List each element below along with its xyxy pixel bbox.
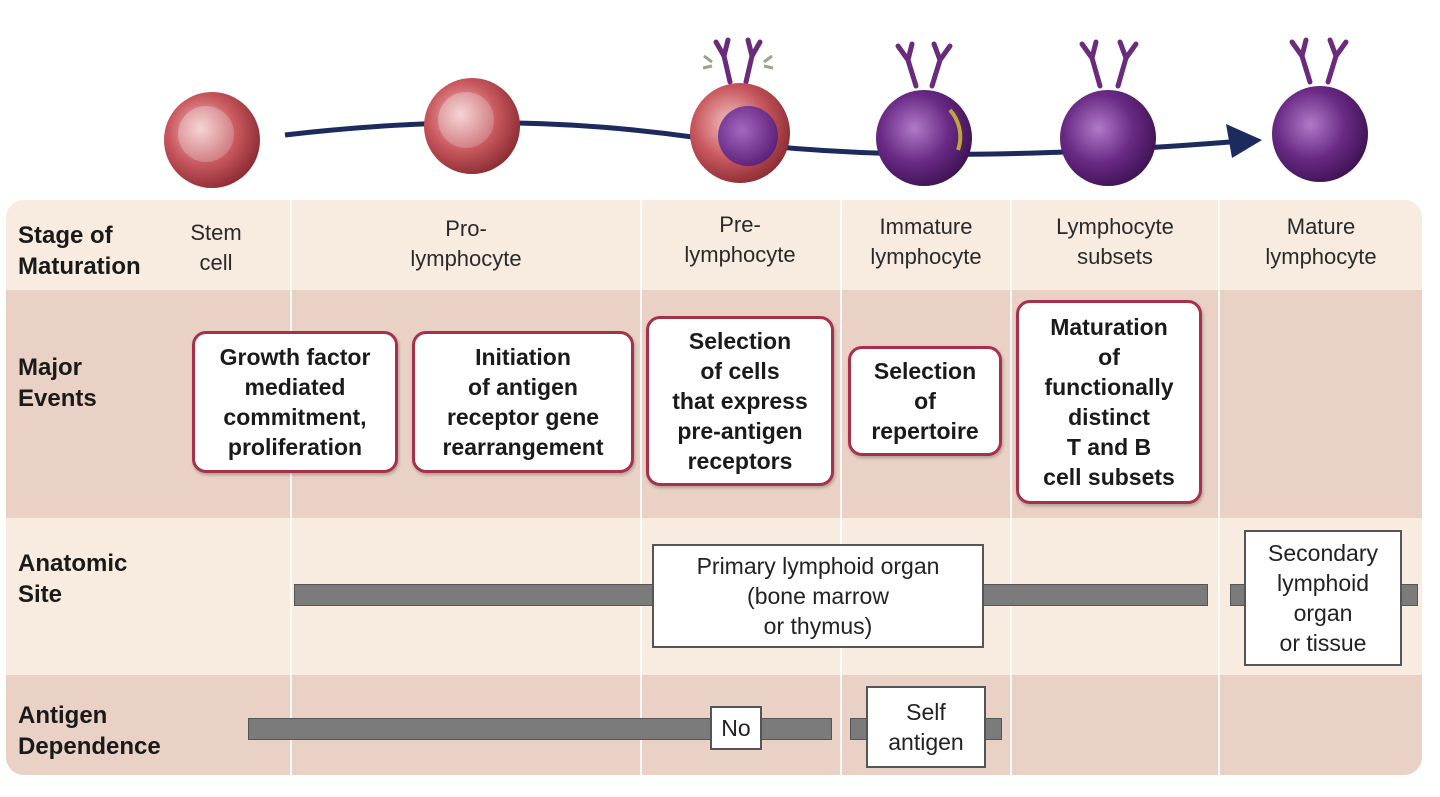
row-header-stage: Stage of Maturation [18, 222, 141, 280]
maturation-table: Stage of Maturation Major Events Anatomi… [6, 200, 1422, 775]
stage-label-pro: Pro- lymphocyte [410, 216, 522, 271]
row-header-events: Major Events [18, 354, 97, 412]
stage-label-stem: Stem cell [190, 220, 242, 275]
stage-label-mature: Mature lymphocyte [1265, 214, 1377, 269]
column-divider [1010, 200, 1012, 775]
mature-lymphocyte-icon [1272, 37, 1368, 182]
event-receptor-rearrangement: Initiation of antigen receptor gene rear… [412, 331, 634, 473]
stage-label-immature: Immature lymphocyte [870, 214, 982, 269]
event-subset-maturation: Maturation of functionally distinct T an… [1016, 300, 1202, 504]
primary-lymphoid-organ-box: Primary lymphoid organ (bone marrow or t… [652, 544, 984, 648]
row-header-site: Anatomic Site [18, 550, 128, 608]
secondary-lymphoid-organ-box: Secondary lymphoid organ or tissue [1244, 530, 1402, 666]
stage-label-pre: Pre- lymphocyte [684, 212, 796, 267]
antigen-independent-bar [248, 718, 832, 740]
cell-progression-illustration [164, 37, 1368, 188]
pro-lymphocyte-icon [424, 78, 520, 174]
stage-label-subsets: Lymphocyte subsets [1056, 214, 1174, 269]
row-header-antigen: Antigen Dependence [18, 702, 161, 760]
column-divider [840, 200, 842, 775]
column-divider [290, 200, 292, 775]
column-divider [1218, 200, 1220, 775]
stem-cell-icon [164, 92, 260, 188]
immature-lymphocyte-icon [876, 41, 972, 186]
lymphocyte-subsets-icon [1060, 39, 1156, 186]
stage-row [6, 200, 1422, 290]
arrow-head [1226, 124, 1262, 158]
event-growth-factor: Growth factor mediated commitment, proli… [192, 331, 398, 473]
event-pre-receptor-selection: Selection of cells that express pre-anti… [646, 316, 834, 486]
self-antigen-box: Self antigen [866, 686, 986, 768]
no-antigen-box: No [710, 706, 762, 750]
pre-lymphocyte-icon [690, 37, 790, 183]
column-divider [640, 200, 642, 775]
event-repertoire-selection: Selection of repertoire [848, 346, 1002, 456]
